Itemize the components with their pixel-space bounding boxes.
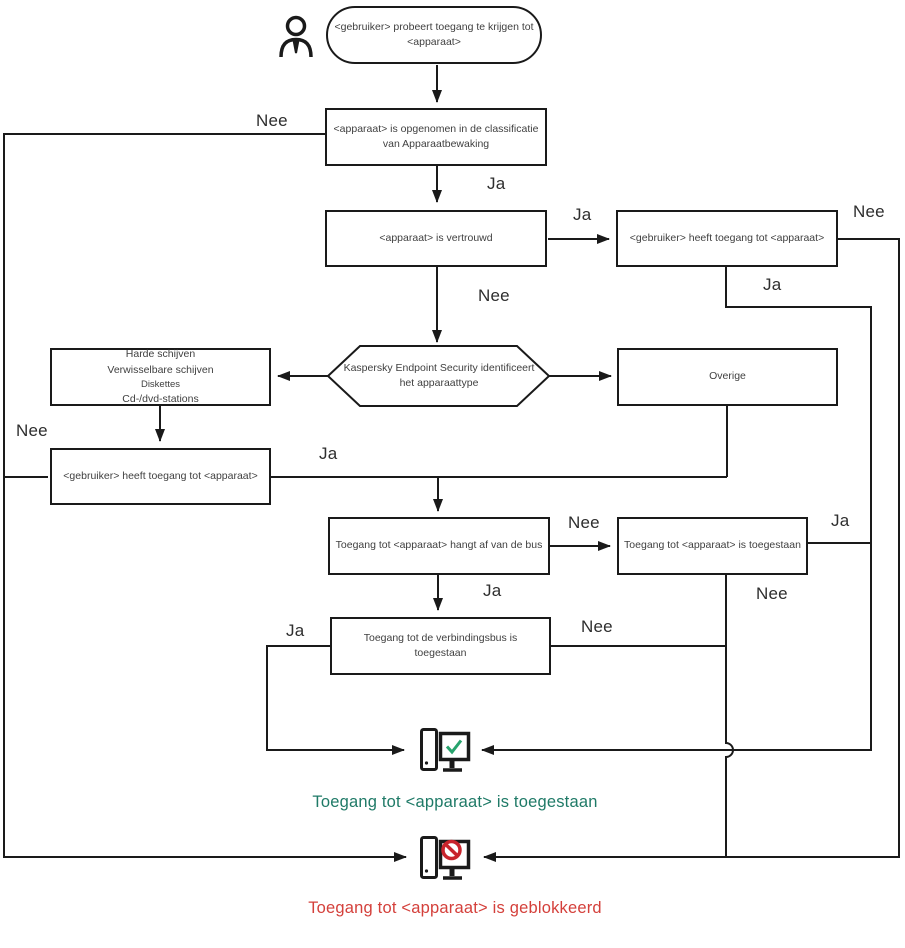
- access-granted-node: Toegang tot <apparaat> is toegestaan: [617, 517, 808, 575]
- other-node: Overige: [617, 348, 838, 406]
- classification-node: <apparaat> is opgenomen in de classifica…: [325, 108, 547, 166]
- device-types-node: Harde schijven Verwisselbare schijven Di…: [50, 348, 271, 406]
- trusted-node: <apparaat> is vertrouwd: [325, 210, 547, 267]
- device-type-floppy: Diskettes: [140, 378, 181, 390]
- label-bus-dependent-no: Nee: [568, 513, 600, 532]
- edge-user-access-top-no-blocked: [483, 238, 900, 862]
- label-classification-yes: Ja: [487, 174, 506, 193]
- label-trusted-yes: Ja: [573, 205, 592, 224]
- edge-user-access-top-yes-allowed: [481, 267, 872, 755]
- device-type-cddvd: Cd-/dvd-stations: [122, 392, 199, 405]
- edge-bus-access-yes-allowed: [266, 645, 405, 755]
- check-icon: [445, 739, 463, 755]
- person-icon: [279, 15, 313, 58]
- label-user-access-left-yes: Ja: [319, 444, 338, 463]
- identify-node-label: Kaspersky Endpoint Security identificeer…: [343, 361, 535, 389]
- label-user-access-top-no: Nee: [853, 202, 885, 221]
- device-type-removable: Verwisselbare schijven: [107, 363, 214, 376]
- user-access-top-node: <gebruiker> heeft toegang tot <apparaat>: [616, 210, 838, 267]
- label-bus-dependent-yes: Ja: [483, 581, 502, 600]
- bus-access-node: Toegang tot de verbindingsbus is toegest…: [330, 617, 551, 675]
- identify-hexagon: [326, 345, 551, 407]
- start-node: <gebruiker> probeert toegang te krijgen …: [326, 6, 542, 64]
- label-access-granted-no: Nee: [756, 584, 788, 603]
- user-access-left-node: <gebruiker> heeft toegang tot <apparaat>: [50, 448, 271, 505]
- computer-allowed-icon: [420, 728, 471, 772]
- bus-dependent-node: Toegang tot <apparaat> hangt af van de b…: [328, 517, 550, 575]
- prohibition-icon: [441, 839, 462, 861]
- computer-blocked-icon: [420, 836, 471, 880]
- outcome-blocked-text: Toegang tot <apparaat> is geblokkeerd: [308, 899, 602, 917]
- edge-classification-no-blocked: [3, 133, 407, 862]
- label-user-access-top-yes: Ja: [763, 275, 782, 294]
- outcome-allowed-text: Toegang tot <apparaat> is toegestaan: [312, 793, 598, 811]
- label-bus-access-no: Nee: [581, 617, 613, 636]
- label-user-access-left-no: Nee: [16, 421, 48, 440]
- device-type-hdd: Harde schijven: [125, 348, 196, 361]
- edge-access-granted-no-blocked: [725, 575, 734, 857]
- label-bus-access-yes: Ja: [286, 621, 305, 640]
- label-trusted-no: Nee: [478, 286, 510, 305]
- label-classification-no: Nee: [256, 111, 288, 130]
- label-access-granted-yes: Ja: [831, 511, 850, 530]
